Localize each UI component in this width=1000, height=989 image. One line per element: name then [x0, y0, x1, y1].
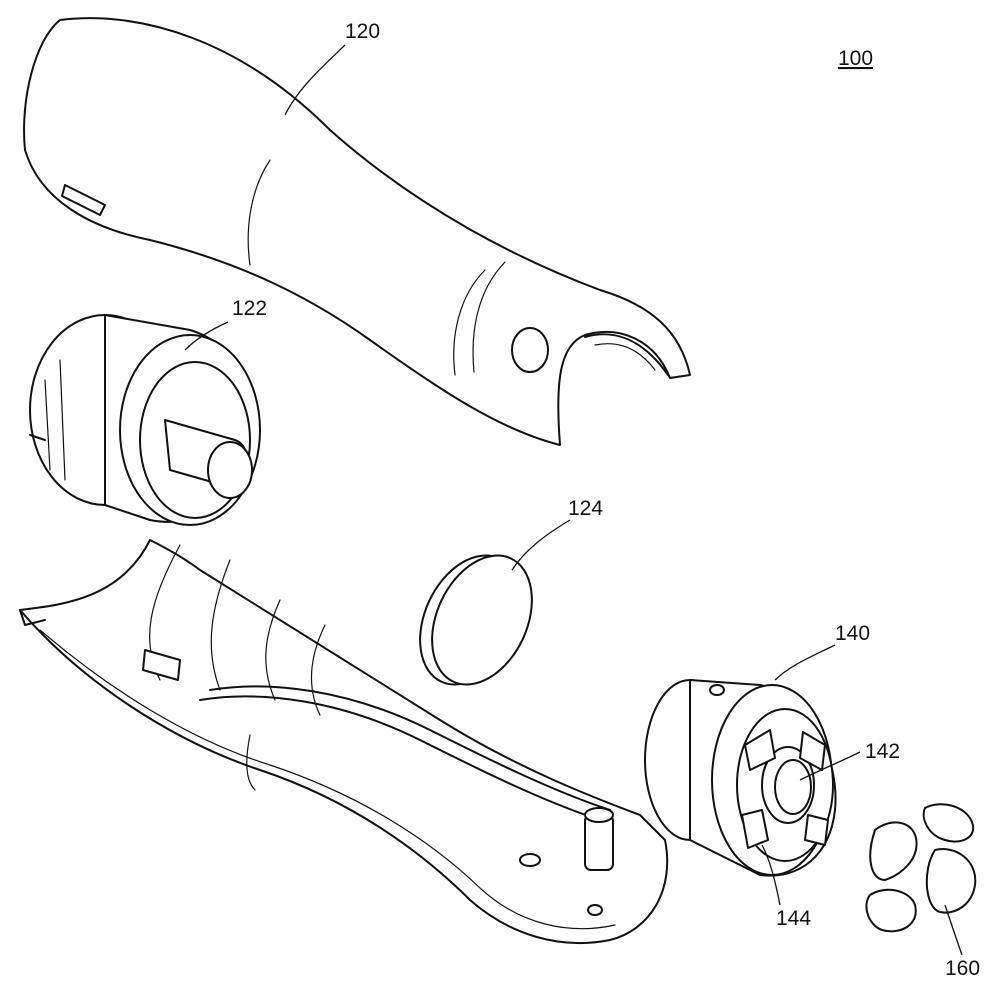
lower-housing-shell [20, 540, 667, 943]
label-160: 160 [945, 957, 980, 980]
front-cap [30, 315, 260, 525]
disc [400, 539, 551, 700]
label-142: 142 [865, 740, 900, 763]
label-140: 140 [835, 622, 870, 645]
head-module [645, 680, 836, 876]
label-100: 100 [838, 47, 873, 70]
label-124: 124 [568, 497, 603, 520]
label-120: 120 [345, 20, 380, 43]
label-122: 122 [232, 297, 267, 320]
label-144: 144 [776, 907, 811, 930]
rollers [866, 804, 975, 931]
